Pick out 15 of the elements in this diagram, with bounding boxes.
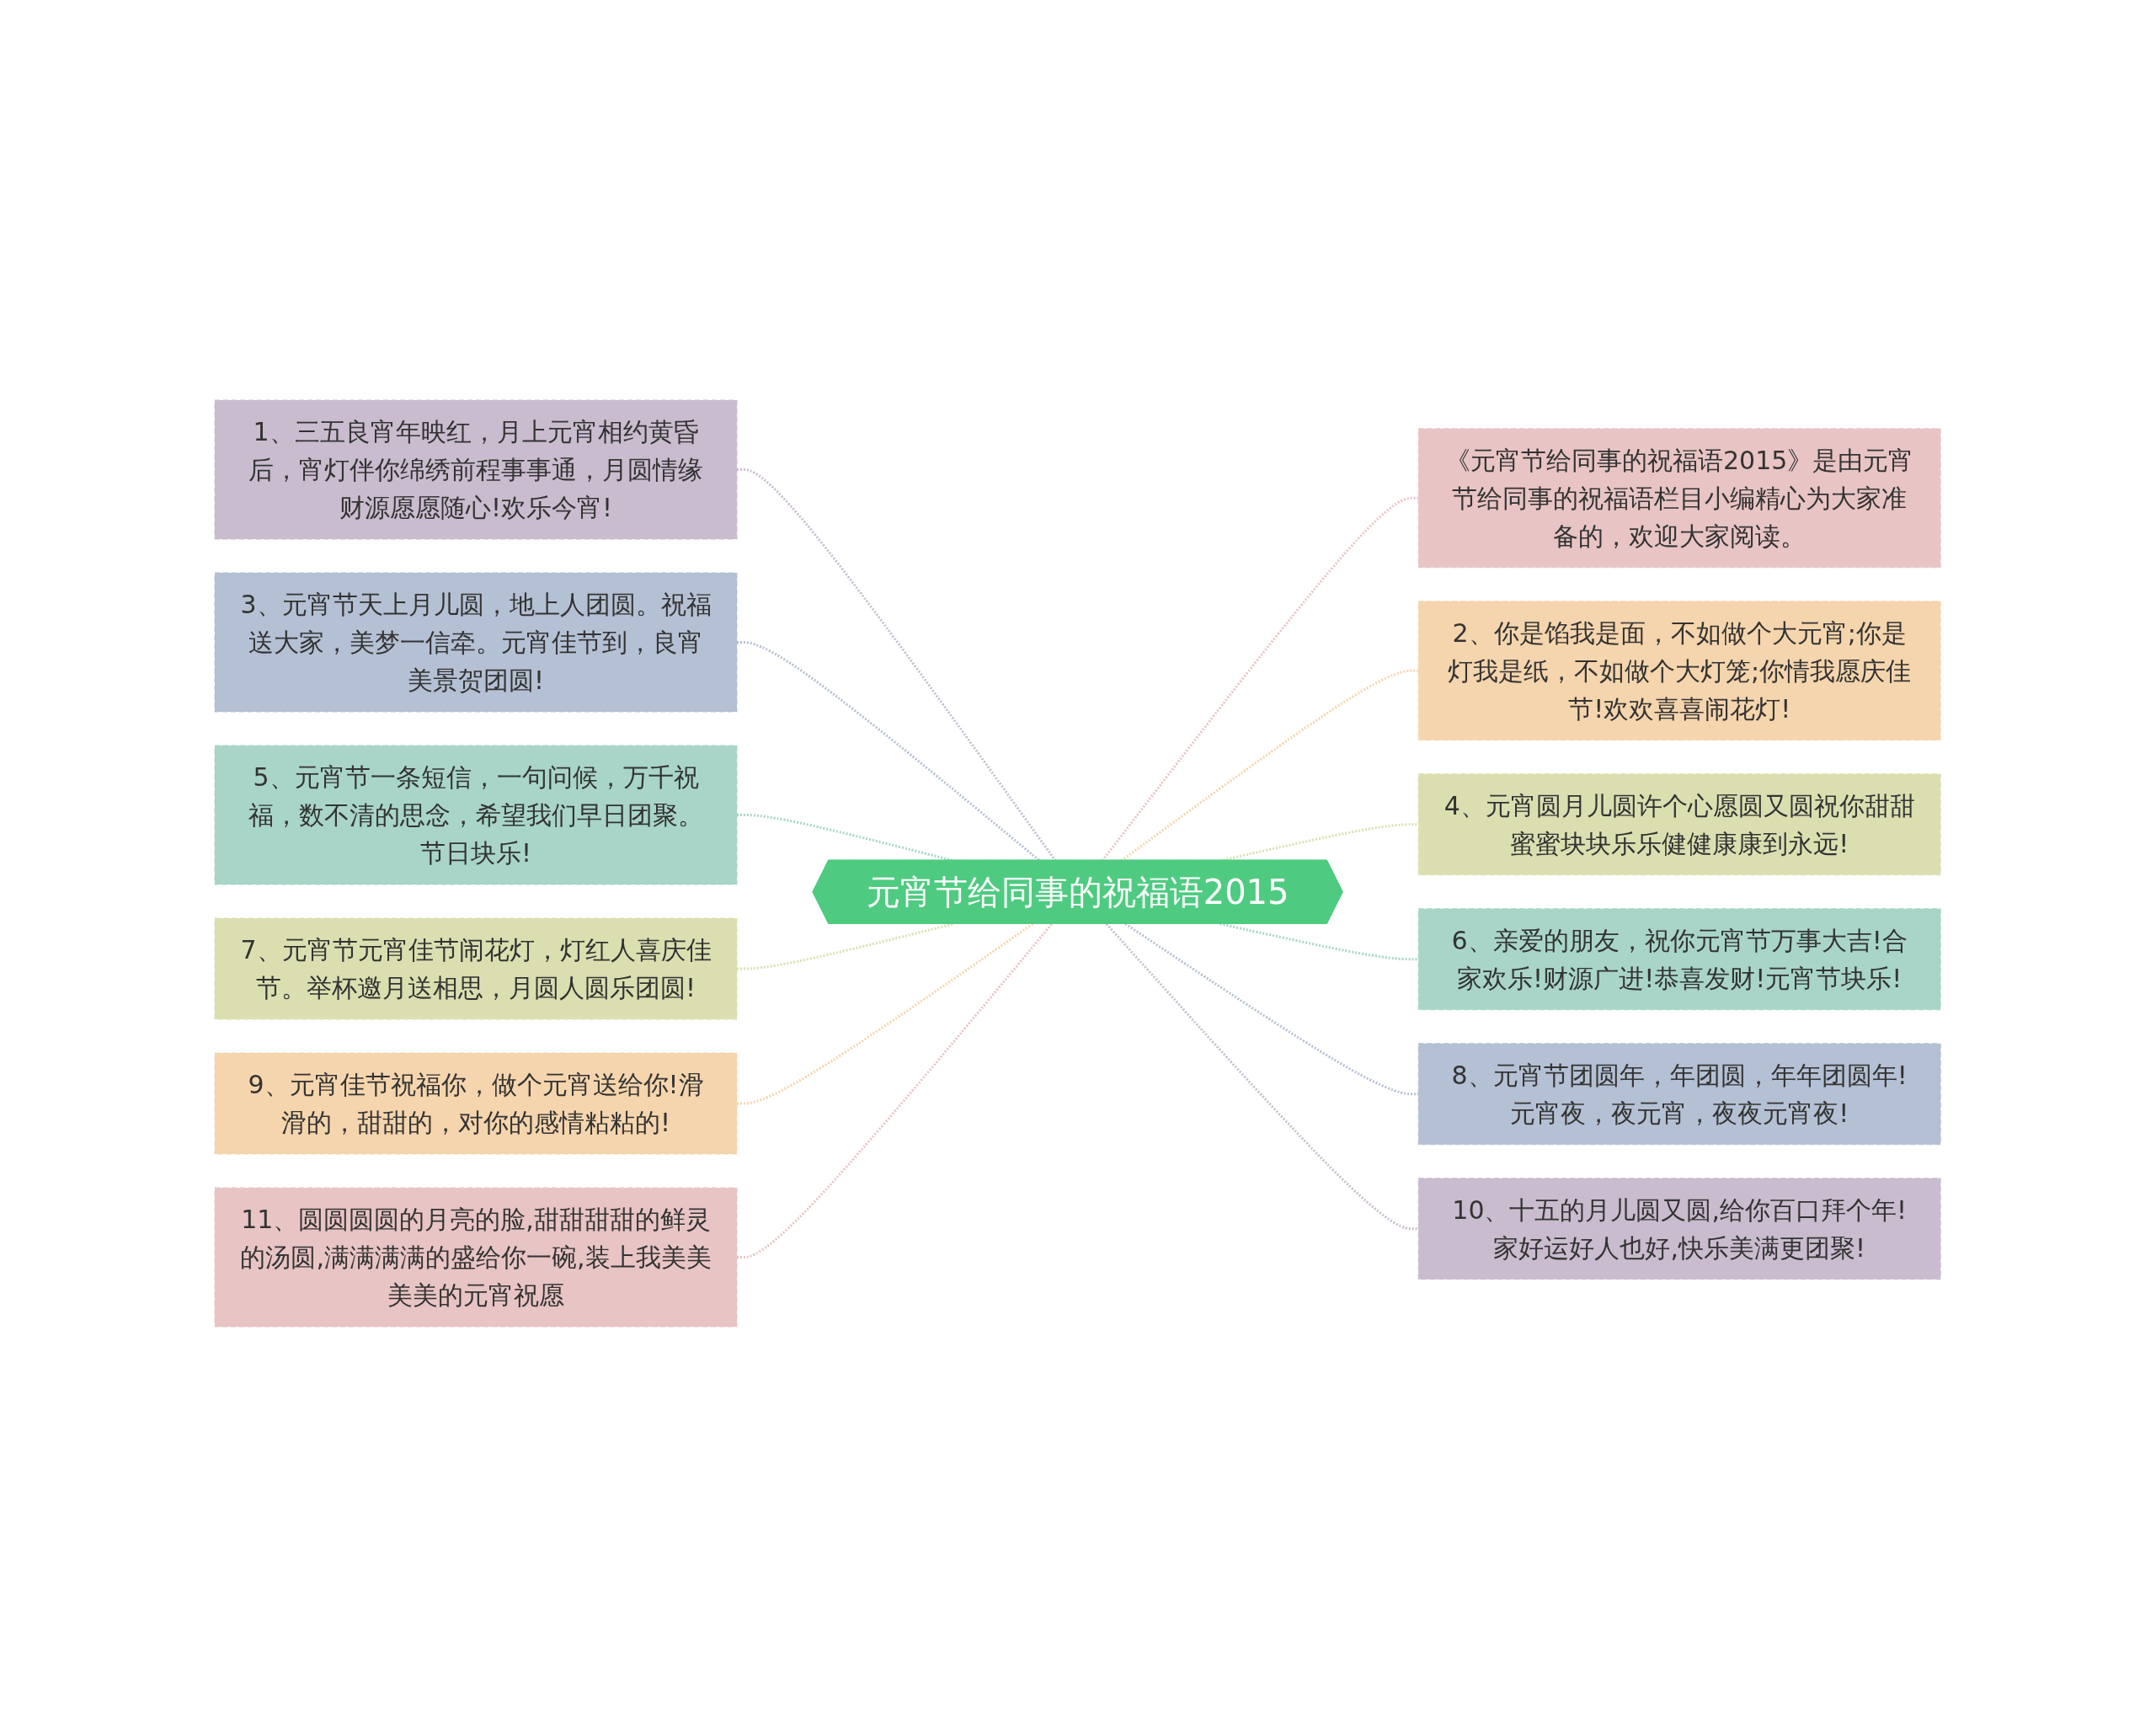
node-box: 3、元宵节天上月儿圆，地上人团圆。祝福送大家，美梦一信牵。元宵佳节到，良宵美景贺团圆! — [214, 572, 738, 712]
connector — [1106, 922, 1419, 1230]
node-box: 8、元宵节团圆年，年团圆，年年团圆年!元宵夜，夜元宵，夜夜元宵夜! — [1418, 1042, 1942, 1145]
node-box: 4、元宵圆月儿圆许个心愿圆又圆祝你甜甜蜜蜜块块乐乐健健康康到永远! — [1418, 772, 1942, 875]
node-box: 9、元宵佳节祝福你，做个元宵送给你!滑滑的，甜甜的，对你的感情粘粘的! — [214, 1052, 738, 1154]
connector — [1219, 922, 1419, 960]
node-box: 6、亲爱的朋友，祝你元宵节万事大吉!合家欢乐!财源广进!恭喜发财!元宵节块乐! — [1418, 907, 1942, 1010]
node-box: 11、圆圆圆圆的月亮的脸,甜甜甜甜的鲜灵的汤圆,满满满满的盛给你一碗,装上我美美美美的元宵祝愿 — [214, 1187, 738, 1327]
node-box: 1、三五良宵年映红，月上元宵相约黄昏后，宵灯伴你绵绣前程事事通，月圆情缘财源愿愿随心!欢乐今宵! — [214, 399, 738, 539]
node-box: 《元宵节给同事的祝福语2015》是由元宵节给同事的祝福语栏目小编精心为大家准备的，欢迎大家阅读。 — [1418, 427, 1942, 568]
node-box: 2、你是馅我是面，不如做个大元宵;你是灯我是纸，不如做个大灯笼;你情我愿庆佳节!欢欢喜喜闹花灯! — [1418, 600, 1942, 740]
node-box: 10、十五的月儿圆又圆,给你百口拜个年!家好运好人也好,快乐美满更团聚! — [1418, 1177, 1942, 1280]
node-box: 5、元宵节一条短信，一句问候，万千祝福，数不清的思念，希望我们早日团聚。节日块乐! — [214, 745, 738, 884]
connector — [1124, 922, 1419, 1095]
node-box: 7、元宵节元宵佳节闹花灯，灯红人喜庆佳节。举杯邀月送相思，月圆人圆乐团圆! — [214, 917, 738, 1019]
